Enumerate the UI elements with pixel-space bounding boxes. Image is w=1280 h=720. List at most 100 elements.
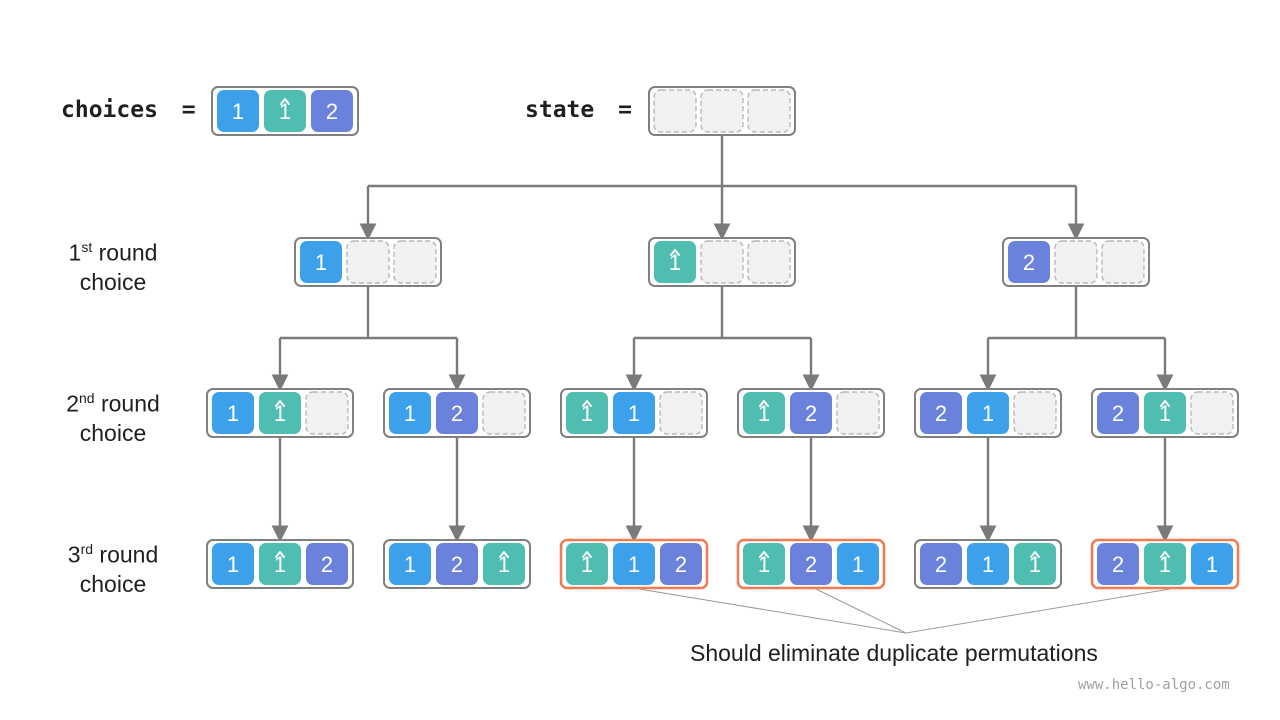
element-value: 1 (1159, 552, 1171, 577)
empty-slot (747, 240, 791, 284)
empty-slot (482, 391, 526, 435)
state-equals: = (618, 97, 632, 123)
round-1-line2: choice (79, 268, 147, 295)
element-value: 1 (982, 401, 994, 426)
empty-slot (653, 89, 697, 133)
element-2-cell (1008, 241, 1050, 283)
round-1-ordinal: 1 (68, 239, 82, 266)
duplicate-hat-icon (275, 400, 285, 407)
element-value: 1 (1029, 552, 1041, 577)
element-value: 1 (404, 401, 416, 426)
element-1-cell (217, 90, 259, 132)
element-2-cell (920, 392, 962, 434)
duplicate-hat-icon (1160, 400, 1170, 407)
element-2-cell (306, 543, 348, 585)
element-2-cell (790, 543, 832, 585)
choices-label-text: choices (61, 97, 158, 123)
duplicate-hat-icon (582, 400, 592, 407)
element-value: 1 (982, 552, 994, 577)
round-3-ordinal: 3 (67, 541, 81, 568)
element-2-cell (436, 392, 478, 434)
duplicate-hat-icon (759, 551, 769, 558)
element-value: 2 (1112, 552, 1124, 577)
empty-slot (1054, 240, 1098, 284)
empty-slot (659, 391, 703, 435)
element-1-cell (613, 392, 655, 434)
round1-array-2: 1 (648, 237, 796, 287)
element-value: 1 (232, 99, 244, 124)
round-2-word: round (100, 390, 160, 417)
element-value: 2 (675, 552, 687, 577)
element-2-cell (1097, 543, 1139, 585)
element-1-cell (967, 392, 1009, 434)
element-1-hat-cell (654, 241, 696, 283)
element-value: 1 (581, 552, 593, 577)
duplicate-hat-icon (670, 249, 680, 256)
element-2-cell (436, 543, 478, 585)
element-value: 1 (758, 401, 770, 426)
watermark: www.hello-algo.com (1078, 677, 1230, 693)
element-value: 1 (279, 99, 291, 124)
annotation-leader-lines (638, 588, 1171, 634)
duplicate-hat-icon (1030, 551, 1040, 558)
element-value: 1 (852, 552, 864, 577)
element-value: 1 (498, 552, 510, 577)
element-value: 1 (315, 250, 327, 275)
state-array (648, 86, 796, 136)
element-value: 1 (274, 401, 286, 426)
element-2-cell (790, 392, 832, 434)
tree-edges (271, 135, 1174, 543)
element-2-cell (311, 90, 353, 132)
element-value: 2 (451, 401, 463, 426)
element-1-hat-cell (566, 392, 608, 434)
round-3-line2: choice (79, 570, 147, 597)
duplicate-hat-icon (1160, 551, 1170, 558)
element-value: 1 (1159, 401, 1171, 426)
element-1-cell (1191, 543, 1233, 585)
duplicate-hat-icon (280, 98, 290, 105)
duplicate-hat-icon (759, 400, 769, 407)
element-1-hat-cell (1014, 543, 1056, 585)
element-1-cell (212, 543, 254, 585)
round-2-line2: choice (79, 419, 147, 446)
element-value: 2 (1112, 401, 1124, 426)
round-2-ordinal: 2 (66, 390, 79, 417)
element-value: 1 (274, 552, 286, 577)
empty-slot (836, 391, 880, 435)
element-1-hat-cell (1144, 543, 1186, 585)
element-1-cell (837, 543, 879, 585)
duplicate-note: Should eliminate duplicate permutations (690, 640, 1098, 666)
empty-slot (305, 391, 349, 435)
element-value: 2 (805, 401, 817, 426)
annotation-line (815, 588, 907, 634)
element-1-hat-cell (264, 90, 306, 132)
element-1-cell (967, 543, 1009, 585)
element-1-hat-cell (743, 543, 785, 585)
round-2-suffix: nd (79, 390, 95, 406)
round-1-suffix: st (81, 239, 93, 255)
empty-slot (1013, 391, 1057, 435)
element-1-hat-cell (1144, 392, 1186, 434)
element-value: 1 (227, 401, 239, 426)
element-value: 2 (935, 401, 947, 426)
round1-array-1: 1 (294, 237, 442, 287)
element-1-hat-cell (259, 543, 301, 585)
element-value: 1 (404, 552, 416, 577)
round-label-1: 1st round choice (48, 233, 178, 297)
element-value: 1 (628, 401, 640, 426)
empty-slot (700, 89, 744, 133)
round-1-word: round (98, 239, 158, 266)
choices-equals: = (181, 97, 196, 123)
element-value: 1 (758, 552, 770, 577)
annotation-line (638, 588, 907, 634)
